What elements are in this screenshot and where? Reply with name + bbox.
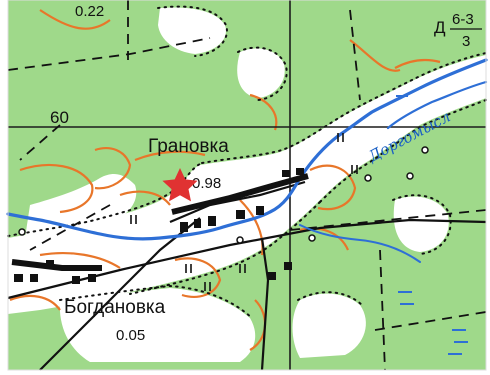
forest-edge: [319, 99, 487, 203]
sheet-letter: Д: [434, 18, 446, 37]
point-symbol: [18, 228, 26, 236]
contour-line: [239, 199, 264, 256]
contour-line: [349, 39, 401, 72]
tracks: [7, 0, 487, 371]
river: [6, 58, 488, 263]
point-symbol: [406, 172, 414, 180]
road: [39, 217, 201, 371]
forest-edge: [201, 52, 487, 164]
point-symbol: [236, 236, 244, 244]
clearing-right-mid: [393, 196, 449, 252]
forest-edge: [157, 5, 228, 57]
sheet-denominator: 3: [462, 33, 470, 50]
forest-edge: [129, 201, 321, 295]
sheet-numerator: 6-3: [452, 11, 474, 28]
point-symbol: [364, 174, 372, 182]
spot-height-south: 0.05: [116, 327, 145, 344]
contour-line: [119, 190, 171, 206]
meadow-symbol: [337, 133, 344, 142]
contour-line: [39, 9, 111, 30]
star-marker-icon[interactable]: [162, 168, 198, 202]
contour-line: [9, 294, 61, 311]
marsh: [396, 95, 468, 355]
river-channel: [6, 58, 488, 241]
spot-height-north: 0.98: [192, 175, 221, 192]
clearing-bottom-right: [292, 293, 366, 358]
river-channel: [386, 80, 488, 130]
building: [88, 274, 96, 282]
meadow-symbol: [239, 264, 246, 273]
building: [14, 274, 23, 282]
building: [236, 210, 245, 219]
building: [256, 206, 264, 215]
contour-line: [134, 150, 206, 162]
village-label-bogdanovka: Богдановка: [64, 297, 166, 318]
clearing-valley: [8, 55, 486, 314]
forest-edge: [297, 291, 363, 306]
contour-line: [39, 252, 121, 269]
track: [19, 124, 61, 161]
point-symbol: [308, 234, 316, 242]
road: [169, 180, 306, 224]
contour-line: [299, 227, 350, 251]
building: [284, 262, 292, 270]
meadow-symbol: [185, 264, 192, 273]
contour-lines: [9, 9, 441, 351]
contour-line: [94, 147, 132, 190]
contour-line: [174, 257, 222, 298]
settlement-street: [171, 173, 309, 215]
spot-height-top: 0.22: [75, 3, 104, 20]
point-symbol: [421, 146, 429, 154]
settlement-street: [11, 259, 102, 271]
buildings-south: [11, 259, 292, 284]
track: [379, 249, 386, 371]
forest-edges: [7, 5, 487, 319]
buildings-north: [171, 168, 309, 232]
track: [374, 311, 487, 331]
building: [194, 219, 201, 228]
point-symbols: [18, 146, 429, 244]
coordinate-grid: [8, 0, 486, 370]
building: [180, 222, 188, 232]
building: [282, 170, 290, 177]
meadow-symbols: [130, 133, 358, 291]
building: [72, 276, 80, 284]
meadow-symbol: [204, 282, 211, 291]
contour-line: [309, 164, 357, 211]
building: [30, 274, 38, 282]
meadow-symbol: [130, 215, 137, 224]
track: [29, 204, 111, 251]
forest-edge: [237, 46, 288, 101]
track: [349, 9, 361, 101]
contour-line: [19, 163, 94, 214]
clearing-top-right: [237, 48, 285, 98]
building: [268, 272, 276, 280]
clearing-bottom: [59, 288, 256, 362]
clearing-top-left: [158, 7, 226, 54]
contour-line: [394, 58, 441, 69]
building: [208, 216, 216, 226]
building: [46, 260, 54, 266]
river-channel: [299, 224, 421, 263]
forest-edge: [392, 194, 452, 255]
village-label-granovka: Грановка: [148, 136, 229, 157]
grid-number-label: 60: [50, 108, 69, 127]
building: [296, 168, 304, 175]
forest-edge: [7, 162, 203, 237]
road: [7, 218, 487, 300]
forest-edge: [59, 284, 253, 319]
map-border: [7, 0, 487, 371]
meadow-symbol: [351, 165, 358, 174]
track: [7, 37, 211, 71]
